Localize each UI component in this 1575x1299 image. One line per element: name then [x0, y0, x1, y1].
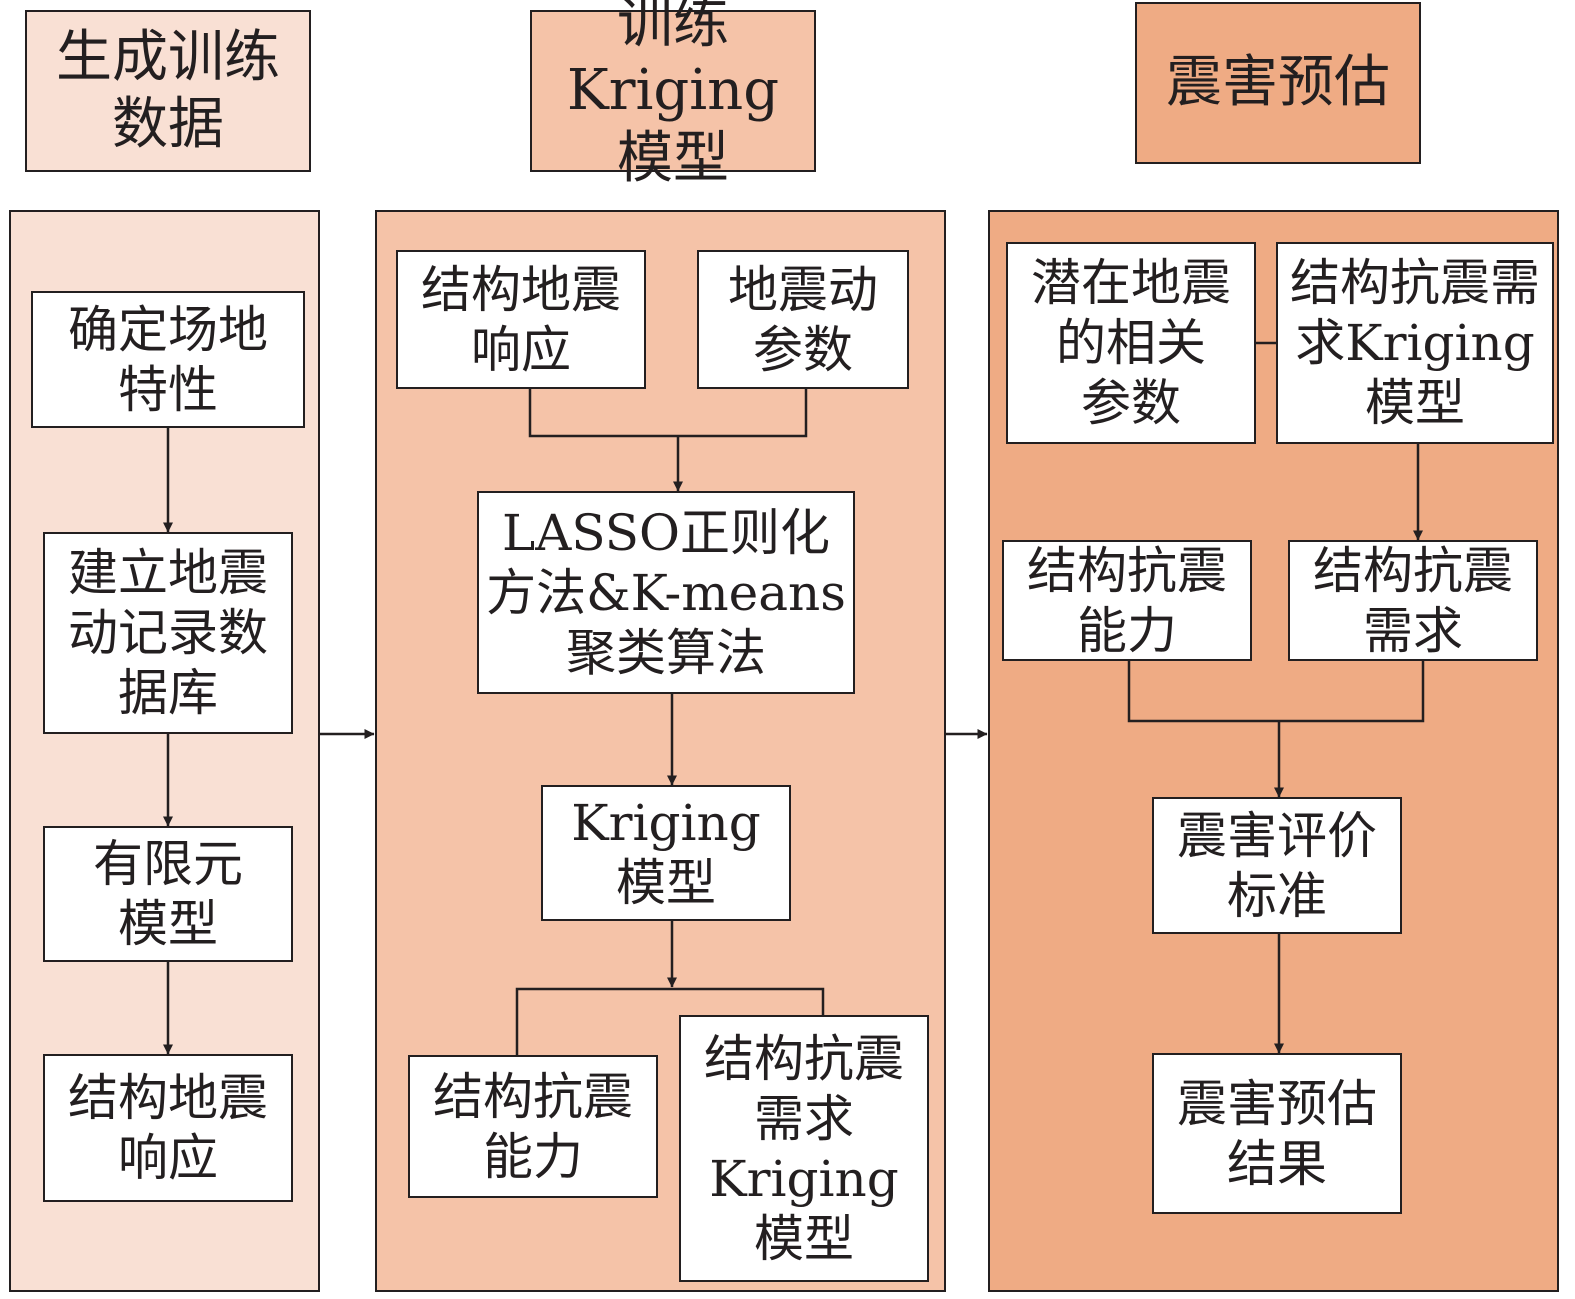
ground-motion-params-box: 地震动 参数 [697, 250, 909, 389]
capacity-box: 结构抗震 能力 [1002, 540, 1252, 661]
lasso-kmeans-box: LASSO正则化 方法&K-means 聚类算法 [477, 491, 855, 694]
damage-prediction-result-box: 震害预估 结果 [1152, 1053, 1402, 1214]
merge-capacity-demand [1127, 661, 1425, 723]
ground-motion-database-box: 建立地震 动记录数 据库 [43, 532, 293, 734]
structural-response-box: 结构地震 响应 [43, 1054, 293, 1202]
merge-response-motion [528, 389, 808, 438]
damage-criteria-box: 震害评价 标准 [1152, 797, 1402, 934]
stage1-header: 生成训练 数据 [25, 10, 311, 172]
kriging-model-box: Kriging 模型 [541, 785, 791, 921]
seismic-capacity-box: 结构抗震 能力 [408, 1055, 658, 1198]
earthquake-params-box: 潜在地震 的相关 参数 [1006, 242, 1256, 444]
stage3-header: 震害预估 [1135, 2, 1421, 164]
finite-element-model-box: 有限元 模型 [43, 826, 293, 962]
split-capacity-demand [515, 987, 825, 1055]
demand-kriging-box: 结构抗震需 求Kriging 模型 [1276, 242, 1554, 444]
structural-response-input-box: 结构地震 响应 [396, 250, 646, 389]
demand-box: 结构抗震 需求 [1288, 540, 1538, 661]
stage2-header: 训练Kriging 模型 [530, 0, 816, 191]
demand-kriging-model-box: 结构抗震 需求 Kriging 模型 [679, 1015, 929, 1282]
site-characteristics-box: 确定场地 特性 [31, 291, 305, 428]
